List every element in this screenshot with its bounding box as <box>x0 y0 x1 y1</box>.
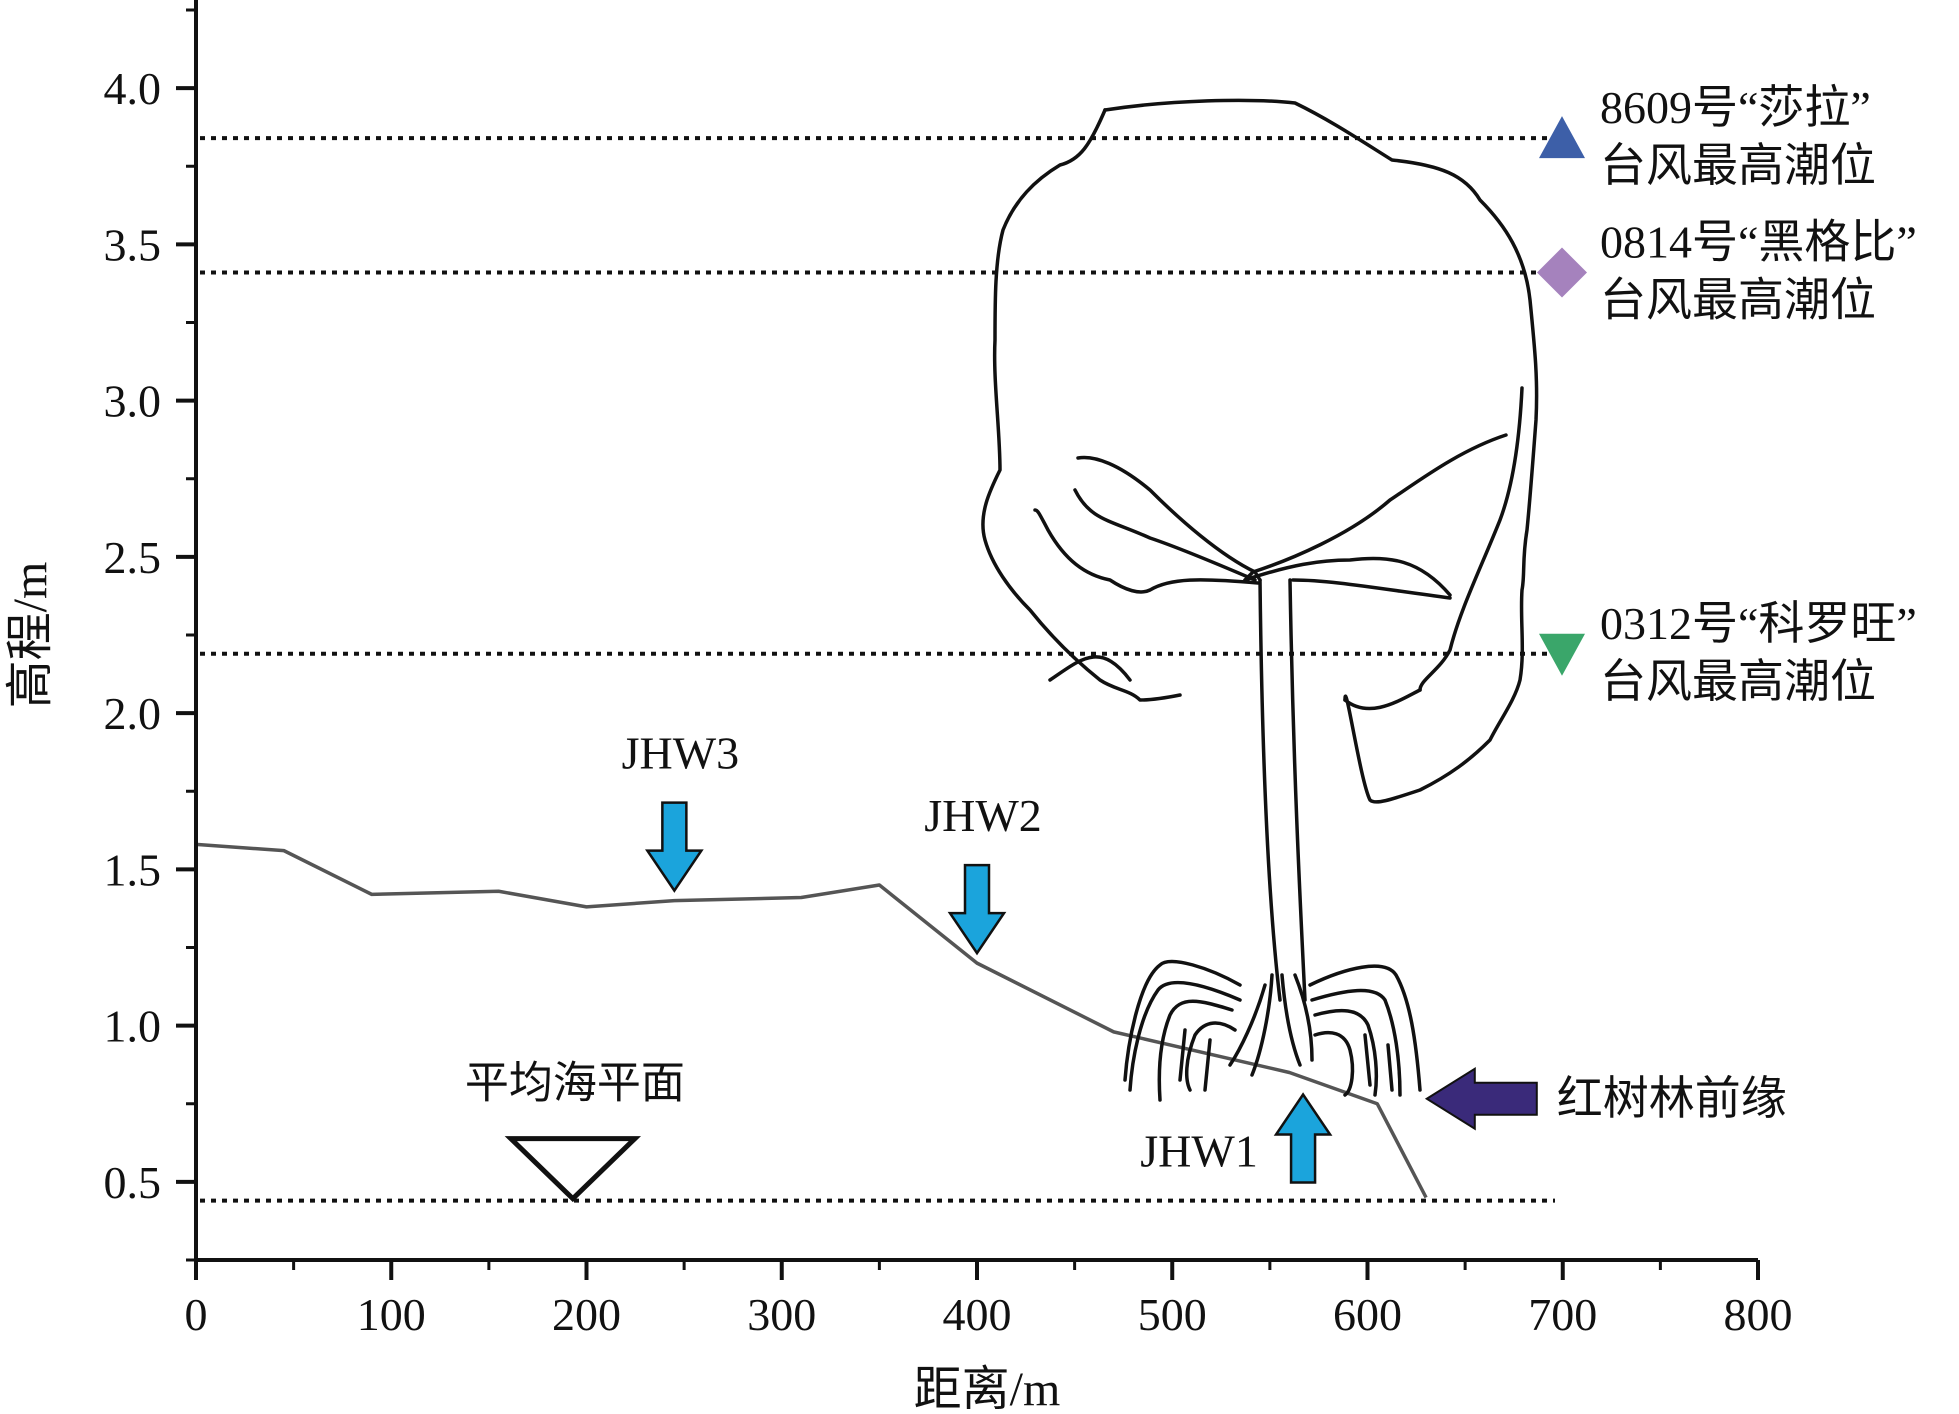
arrow-jhw1 <box>1273 1092 1333 1184</box>
mean-sea-level-label: 平均海平面 <box>465 1059 685 1108</box>
mangrove-front-label: 红树林前缘 <box>1557 1073 1787 1124</box>
y-tick-label: 3.5 <box>104 219 162 270</box>
arrow-jhw2 <box>947 863 1007 956</box>
x-tick-label: 0 <box>185 1289 208 1340</box>
axes: 0 100 200 300 400 500 600 700 800 0.5 1.0 1.5 2.0 2.5… <box>4 0 1793 1414</box>
reference-markers: 8609号“莎拉” 台风最高潮位 0814号“黑格比” 台风最高潮位 0312号“科罗旺… <box>465 82 1917 1203</box>
typhoon-marker-triangle-up <box>1539 116 1585 159</box>
mean-sea-level-marker <box>504 1136 642 1203</box>
typhoon-label-line2: 台风最高潮位 <box>1600 140 1876 191</box>
reference-lines <box>200 136 1555 1203</box>
typhoon-label-line1: 8609号“莎拉” <box>1600 82 1871 133</box>
y-tick-label: 2.5 <box>104 532 162 583</box>
typhoon-label-line2: 台风最高潮位 <box>1600 656 1876 707</box>
y-tick-label: 2.0 <box>104 688 162 739</box>
typhoon-label-line1: 0814号“黑格比” <box>1600 217 1917 268</box>
x-tick-label: 100 <box>357 1289 426 1340</box>
y-tick-label: 4.0 <box>104 63 162 114</box>
mangrove-tree-illustration <box>981 98 1539 1102</box>
x-tick-label: 500 <box>1138 1289 1207 1340</box>
x-tick-label: 800 <box>1724 1289 1793 1340</box>
arrow-jhw3 <box>645 801 704 893</box>
typhoon-label-line1: 0312号“科罗旺” <box>1600 598 1917 649</box>
arrow-mangrove-front <box>1424 1066 1538 1131</box>
x-tick-label: 200 <box>552 1289 621 1340</box>
y-tick-label: 1.5 <box>104 844 162 895</box>
typhoon-label-line2: 台风最高潮位 <box>1600 275 1876 326</box>
y-axis-title: 高程/m <box>4 562 57 709</box>
x-axis-title: 距离/m <box>914 1363 1061 1409</box>
y-tick-label: 0.5 <box>104 1157 162 1208</box>
typhoon-marker-diamond <box>1537 247 1587 298</box>
y-tick-label: 3.0 <box>104 376 162 427</box>
x-tick-label: 700 <box>1528 1289 1597 1340</box>
x-tick-label: 300 <box>747 1289 816 1340</box>
label-jhw1: JHW1 <box>1140 1126 1258 1177</box>
profile-line <box>195 842 1428 1199</box>
label-jhw3: JHW3 <box>622 728 740 779</box>
y-tick-label: 1.0 <box>104 1001 162 1052</box>
x-tick-label: 400 <box>943 1289 1012 1340</box>
x-tick-label: 600 <box>1333 1289 1402 1340</box>
label-jhw2: JHW2 <box>924 790 1042 841</box>
typhoon-marker-triangle-down <box>1539 633 1585 676</box>
